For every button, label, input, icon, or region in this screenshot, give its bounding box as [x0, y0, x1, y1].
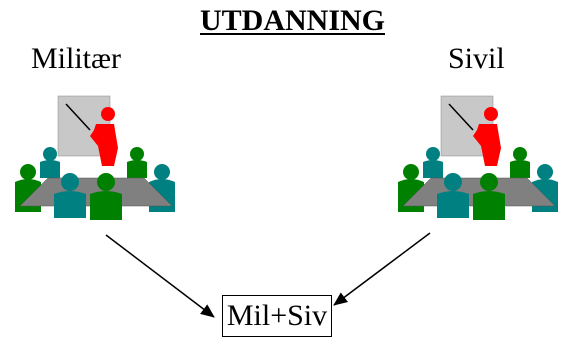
label-civil: Sivil — [448, 42, 505, 75]
diagram-title: UTDANNING — [199, 4, 385, 37]
classroom-group-military-icon — [14, 95, 176, 221]
label-military: Militær — [31, 42, 122, 75]
result-box: Mil+Siv — [222, 295, 332, 337]
arrow-military-to-result — [105, 234, 215, 318]
arrow-civil-to-result — [333, 232, 431, 306]
classroom-group-civil-icon — [397, 95, 559, 221]
